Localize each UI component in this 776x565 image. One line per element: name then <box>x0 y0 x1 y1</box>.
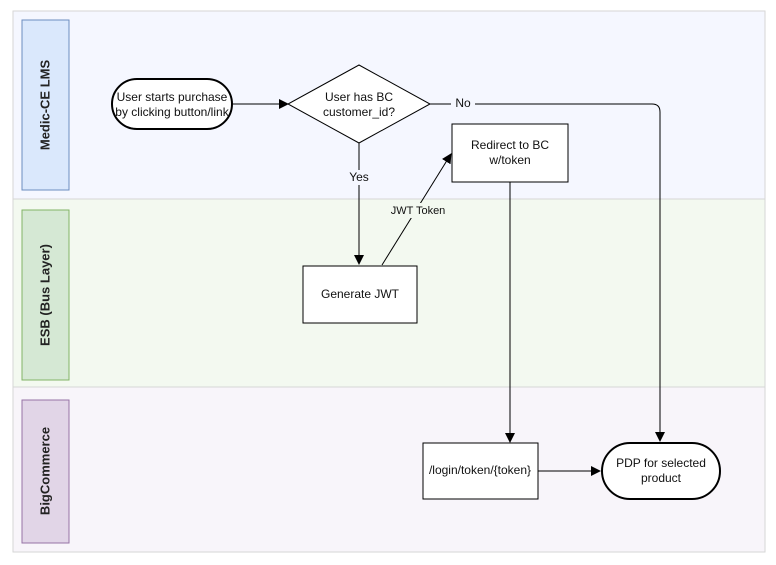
node-decision-line-2: customer_id? <box>323 105 395 119</box>
lane-label-lms: Medic-CE LMS <box>37 60 52 151</box>
node-redirect-line-1: Redirect to BC <box>471 138 549 152</box>
node-start-line-1: User starts purchase <box>117 90 228 104</box>
yes-label-bg <box>345 170 373 185</box>
lane-label-esb: ESB (Bus Layer) <box>37 244 52 346</box>
no-label-bg <box>451 96 475 111</box>
node-login-token-label: /login/token/{token} <box>429 463 531 477</box>
edge-decision-to-pdp <box>430 103 665 442</box>
edge-label-no: No <box>455 96 471 110</box>
node-pdp-line-1: PDP for selected <box>616 456 706 470</box>
node-decision <box>286 64 432 144</box>
edge-label-yes: Yes <box>349 170 369 184</box>
node-generate-jwt-label: Generate JWT <box>321 287 400 301</box>
jwt-label-bg <box>388 203 448 218</box>
node-generate-jwt <box>302 265 418 324</box>
node-pdp <box>601 442 721 500</box>
lane-header-bc <box>21 399 70 544</box>
node-start-line-2: by clicking button/link <box>115 105 229 119</box>
lane-header-esb <box>21 209 70 381</box>
node-login-token <box>422 442 539 500</box>
node-start <box>111 78 233 130</box>
node-decision-line-1: User has BC <box>325 90 393 104</box>
node-redirect-line-2: w/token <box>488 153 530 167</box>
edge-label-jwt-token: JWT Token <box>391 205 446 217</box>
lane-label-bc: BigCommerce <box>37 427 52 515</box>
lane-header-lms <box>21 19 70 191</box>
node-redirect <box>451 123 569 183</box>
node-pdp-line-2: product <box>641 471 682 485</box>
